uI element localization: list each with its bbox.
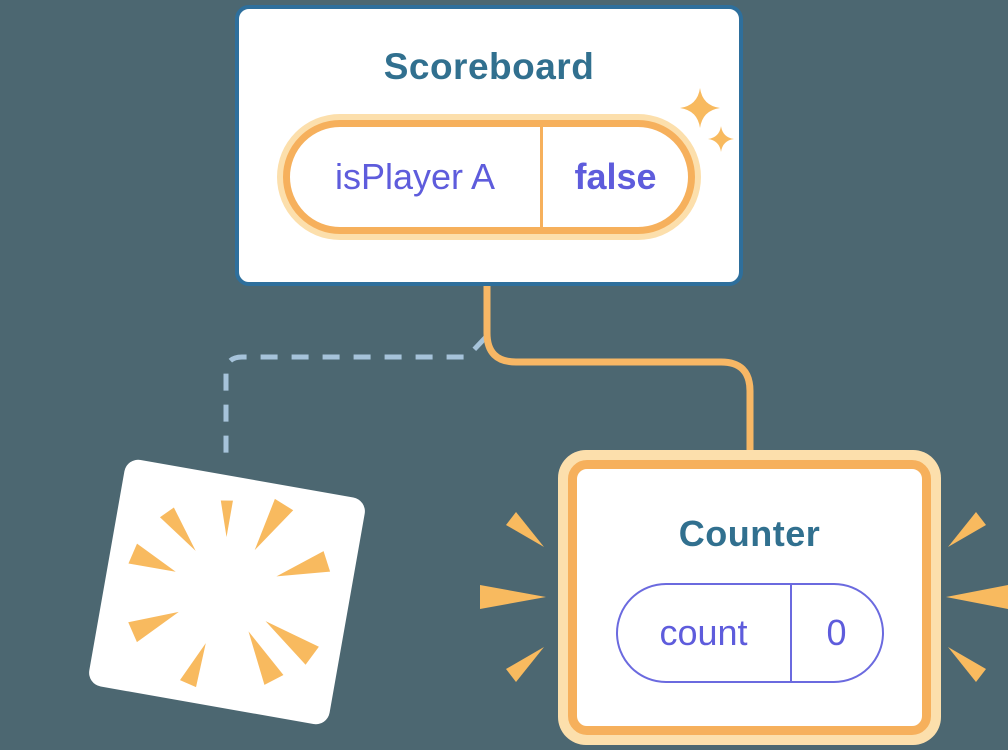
destroyed-component-card (86, 457, 368, 727)
burst-rays-icon (128, 498, 331, 688)
pill-divider (540, 127, 543, 227)
sparkle-icon (680, 88, 734, 152)
counter-card-highlight-glow: Counter count 0 (558, 450, 941, 745)
state-name-cell: count (618, 585, 790, 681)
counter-card: Counter count 0 (568, 460, 931, 735)
state-name: count (659, 612, 748, 653)
scoreboard-title: Scoreboard (383, 46, 595, 87)
state-name-cell: isPlayer A (290, 127, 540, 227)
state-value-cell: false (543, 127, 688, 227)
state-value-cell: 0 (792, 585, 882, 681)
state-value: false (574, 156, 657, 197)
state-pill: count 0 (615, 583, 884, 683)
connector-dashed-line (223, 335, 488, 460)
burst-rays-icon (946, 512, 1008, 682)
scoreboard-card: Scoreboard isPlayer A false (235, 5, 743, 286)
state-pill-highlight-glow: isPlayer A false (277, 114, 701, 240)
counter-title: Counter (678, 513, 821, 554)
state-pill: isPlayer A false (283, 120, 695, 234)
burst-rays-icon (480, 512, 546, 682)
pill-divider (789, 585, 792, 681)
connector-active-line (483, 283, 754, 453)
state-value: 0 (826, 612, 847, 653)
state-name: isPlayer A (334, 156, 496, 197)
